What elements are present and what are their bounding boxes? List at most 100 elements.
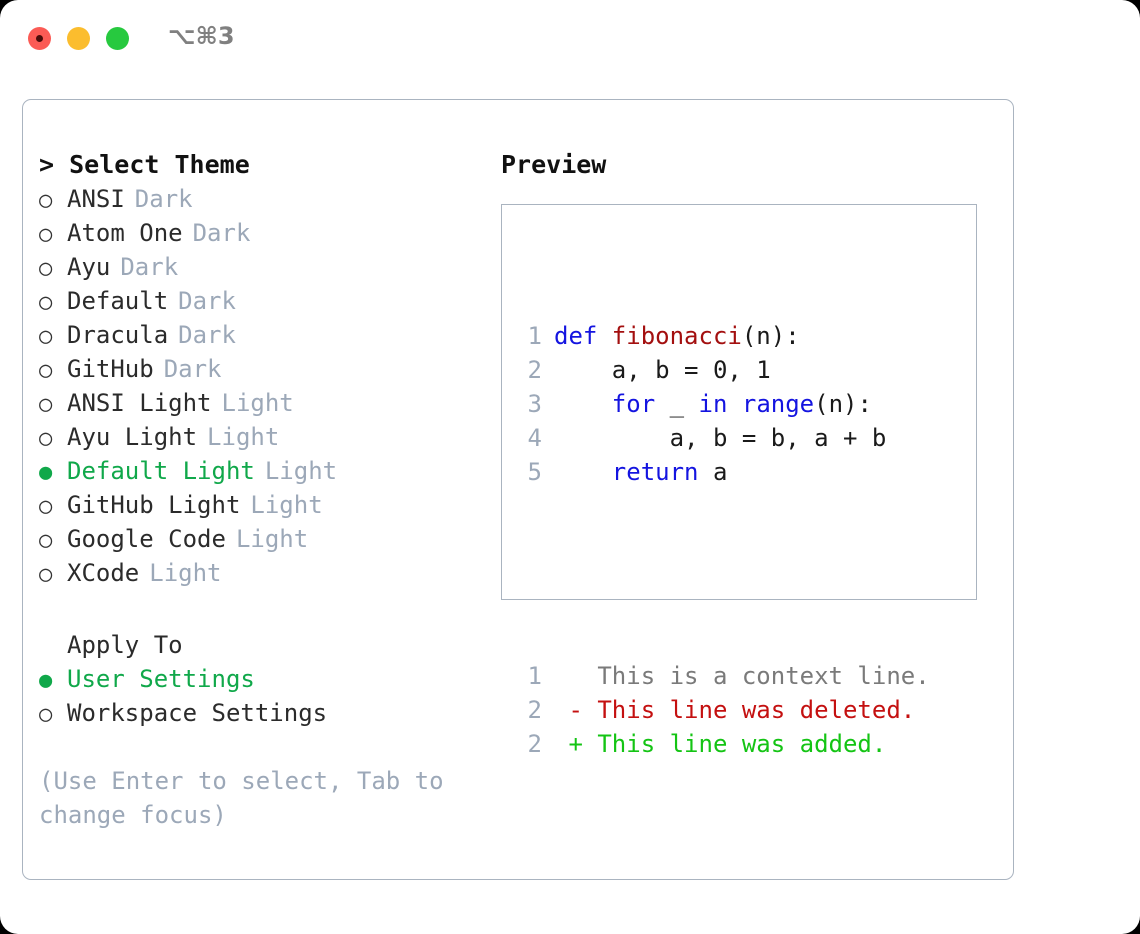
theme-variant-tag: Dark — [134, 185, 193, 213]
preview-heading: Preview — [501, 150, 607, 179]
radio-selected-icon: ● — [39, 668, 53, 693]
apply-to-option-row[interactable]: ○ Workspace Settings — [39, 696, 479, 730]
theme-variant-tag: Light — [221, 389, 294, 417]
theme-option-label: Atom One — [67, 219, 183, 247]
code-token: (n): — [741, 322, 800, 350]
theme-option-label: Ayu — [67, 253, 111, 281]
code-line-number: 5 — [527, 458, 542, 486]
code-line: 4 a, b = b, a + b — [514, 421, 930, 455]
code-line-text: def fibonacci(n): — [554, 319, 800, 353]
code-token — [554, 458, 612, 486]
keyboard-hint-text: (Use Enter to select, Tab to change focu… — [39, 767, 459, 829]
code-line: 5 return a — [514, 455, 930, 489]
theme-option-label: GitHub Light — [67, 491, 241, 519]
code-line: 3 for _ in range(n): — [514, 387, 930, 421]
code-token: a, b = b, a + b — [554, 424, 887, 452]
diff-line-number: 2 — [527, 696, 542, 724]
code-token: def — [554, 322, 612, 350]
radio-unselected-icon: ○ — [39, 324, 53, 349]
diff-line-number: 2 — [527, 730, 542, 758]
diff-line-number: 1 — [527, 662, 542, 690]
radio-unselected-icon: ○ — [39, 562, 53, 587]
theme-option-label: XCode — [67, 559, 140, 587]
code-line-text: for _ in range(n): — [554, 387, 872, 421]
theme-option-label: ANSI Light — [67, 389, 212, 417]
theme-option-row[interactable]: ○ ANSI Light Light — [39, 386, 479, 420]
code-line-text: return a — [554, 455, 728, 489]
code-line-number: 4 — [527, 424, 542, 452]
code-diff-gap — [514, 557, 930, 591]
code-token: range — [741, 390, 815, 418]
code-line-number: 2 — [527, 356, 542, 384]
apply-to-option-row[interactable]: ● User Settings — [39, 662, 479, 696]
theme-option-row[interactable]: ○ Ayu Dark — [39, 250, 479, 284]
diff-line-text: This is a context line. — [554, 662, 930, 690]
theme-option-row[interactable]: ○ Default Dark — [39, 284, 479, 318]
theme-variant-tag: Dark — [120, 253, 179, 281]
diff-line-text: - This line was deleted. — [554, 696, 916, 724]
radio-unselected-icon: ○ — [39, 256, 53, 281]
maximize-window-button[interactable] — [106, 27, 129, 50]
code-token: _ — [655, 390, 699, 418]
code-line-number: 1 — [527, 322, 542, 350]
code-line: 1 def fibonacci(n): — [514, 319, 930, 353]
theme-option-row[interactable]: ○ Google Code Light — [39, 522, 479, 556]
theme-variant-tag: Light — [235, 525, 309, 553]
code-token — [727, 390, 741, 418]
title-bar: ⌥⌘3 — [0, 0, 1140, 78]
apply-to-option-label: User Settings — [67, 665, 255, 693]
code-token: (n): — [814, 390, 872, 418]
radio-unselected-icon: ○ — [39, 392, 53, 417]
code-token: for — [611, 390, 656, 418]
apply-to-options-list: ● User Settings ○ Workspace Settings — [39, 662, 479, 730]
apply-to-heading: Apply To — [67, 631, 183, 659]
select-theme-heading: > Select Theme — [39, 148, 479, 182]
code-line: 2 a, b = 0, 1 — [514, 353, 930, 387]
radio-unselected-icon: ○ — [39, 222, 53, 247]
theme-variant-tag: Light — [250, 491, 323, 519]
theme-variant-tag: Dark — [163, 355, 222, 383]
theme-variant-tag: Light — [207, 423, 280, 451]
radio-unselected-icon: ○ — [39, 290, 53, 315]
theme-variant-tag: Dark — [178, 287, 236, 315]
list-spacer — [39, 590, 479, 628]
radio-unselected-icon: ○ — [39, 358, 53, 383]
diff-line-text: + This line was added. — [554, 730, 887, 758]
theme-option-label: Google Code — [67, 525, 226, 553]
code-token: in — [698, 390, 728, 418]
diff-line: 2 - This line was deleted. — [514, 693, 930, 727]
close-window-button[interactable] — [28, 27, 51, 50]
keyboard-shortcut-label: ⌥⌘3 — [168, 22, 235, 50]
radio-unselected-icon: ○ — [39, 528, 53, 553]
diff-line: 1 This is a context line. — [514, 659, 930, 693]
theme-option-label: Default — [67, 287, 169, 315]
code-token: a, b = 0, 1 — [554, 356, 771, 384]
code-token: fibonacci — [611, 322, 742, 350]
code-token: return — [611, 458, 699, 486]
theme-variant-tag: Light — [264, 457, 338, 485]
theme-option-row[interactable]: ○ Atom One Dark — [39, 216, 479, 250]
theme-option-label: ANSI — [67, 185, 125, 213]
apply-to-option-label: Workspace Settings — [67, 699, 328, 727]
minimize-window-button[interactable] — [67, 27, 90, 50]
radio-unselected-icon: ○ — [39, 426, 53, 451]
theme-variant-tag: Dark — [192, 219, 251, 247]
prompt-caret-icon: > — [39, 150, 55, 179]
hint-spacer — [39, 730, 479, 764]
radio-unselected-icon: ○ — [39, 702, 53, 727]
code-line-text: a, b = 0, 1 — [554, 353, 771, 387]
